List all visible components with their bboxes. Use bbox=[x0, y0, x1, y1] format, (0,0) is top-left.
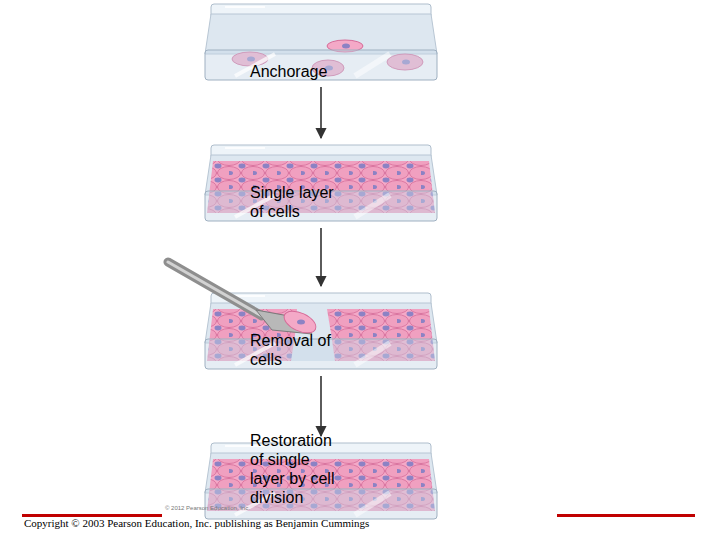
step-label: Anchorage bbox=[250, 62, 348, 81]
arrow-line bbox=[320, 376, 322, 436]
arrow-line bbox=[320, 87, 322, 138]
footer-rule bbox=[557, 514, 695, 517]
step-label: Single layer of cells bbox=[250, 183, 348, 221]
arrow-line bbox=[320, 228, 322, 286]
copyright-note: © 2012 Pearson Education, Inc. bbox=[165, 505, 250, 511]
petri-dish bbox=[205, 4, 437, 80]
process-arrow bbox=[321, 87, 322, 138]
process-arrow bbox=[321, 228, 322, 286]
footer-rule bbox=[22, 514, 162, 517]
scalpel bbox=[168, 262, 319, 337]
step-label: Removal of cells bbox=[250, 331, 348, 369]
copyright-note: Copyright © 2003 Pearson Education, Inc.… bbox=[24, 517, 369, 529]
petri-dish bbox=[205, 145, 437, 221]
process-arrow bbox=[321, 376, 322, 436]
step-label: Restoration of single layer by cell divi… bbox=[250, 431, 348, 507]
dish-node: Single layer of cells bbox=[205, 145, 437, 221]
dish-node: Anchorage bbox=[205, 4, 437, 80]
dish-node: Removal of cells bbox=[205, 293, 437, 369]
